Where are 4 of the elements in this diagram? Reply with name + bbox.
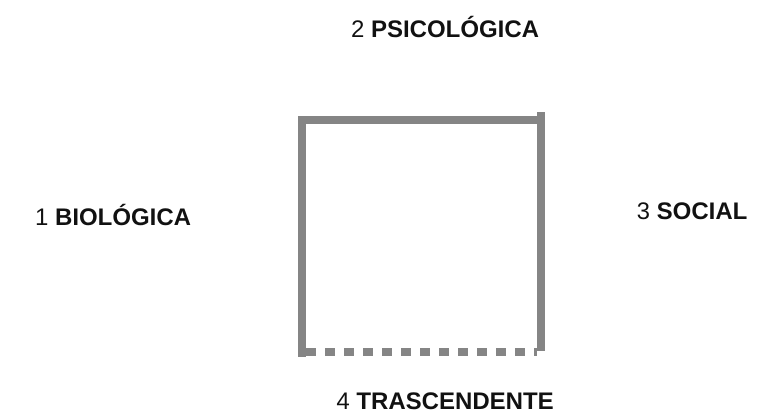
- dimension-label: 4 TRASCENDENTE: [336, 388, 554, 416]
- dimension-label: 2 PSICOLÓGICA: [350, 16, 540, 44]
- dimension-label: 3 SOCIAL: [636, 198, 748, 226]
- dimension-label: 1 BIOLÓGICA: [35, 204, 191, 232]
